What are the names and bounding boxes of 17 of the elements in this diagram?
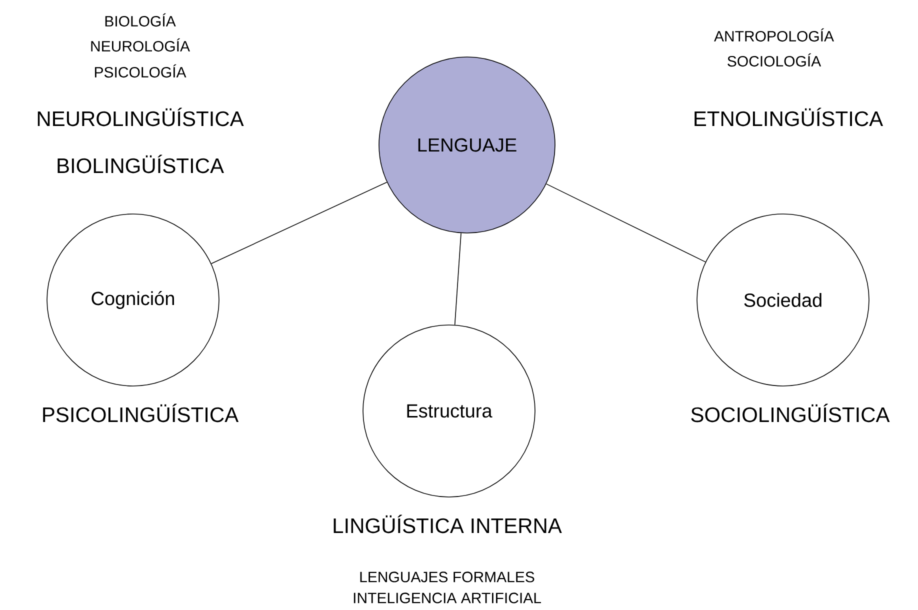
- field-label: ETNOLINGÜÍSTICA: [694, 108, 884, 126]
- field-label: NEUROLOGÍA: [91, 38, 190, 52]
- field-label: PSICOLOGÍA: [94, 64, 186, 78]
- field-label: NEUROLINGÜÍSTICA: [38, 108, 244, 126]
- field-label: BIOLINGÜÍSTICA: [58, 154, 224, 174]
- field-label: INTELIGENCIA ARTIFICIAL: [354, 592, 541, 604]
- connector-line: [454, 232, 462, 326]
- field-label: ANTROPOLOGÍA: [714, 28, 834, 42]
- circle-node: Sociedad: [696, 214, 870, 386]
- circle-node: Cognición: [46, 214, 220, 386]
- circle-node: LENGUAJE: [378, 56, 556, 234]
- field-label: SOCIOLOGÍA: [728, 53, 822, 67]
- field-label: LENGUAJES FORMALES: [360, 572, 534, 582]
- field-label: BIOLOGÍA: [105, 13, 176, 27]
- connector-line: [546, 184, 706, 262]
- connector-line: [210, 182, 388, 264]
- circle-node: Estructura: [362, 324, 536, 498]
